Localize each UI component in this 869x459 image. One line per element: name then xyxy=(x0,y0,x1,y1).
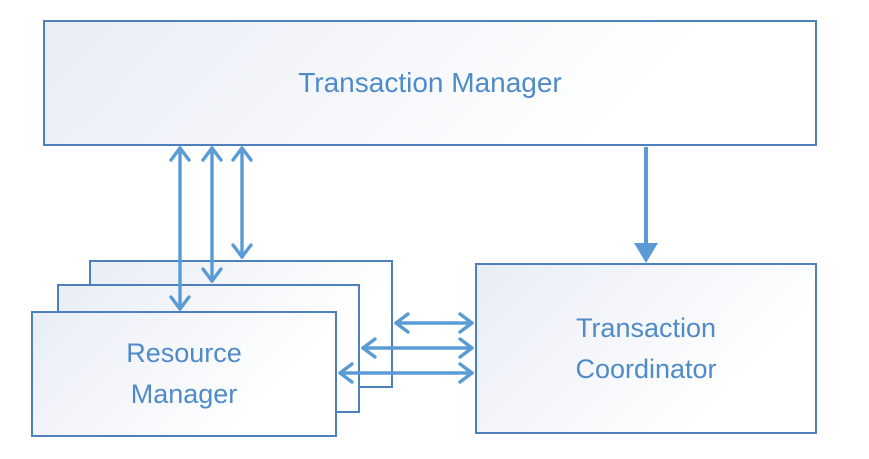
tm-rm-double-arrow-3 xyxy=(231,146,253,259)
resource-manager-label: Resource Manager xyxy=(126,338,242,409)
transaction-coordinator-label: Transaction Coordinator xyxy=(575,312,717,384)
transaction-coordinator-box: Transaction Coordinator xyxy=(475,263,817,434)
tm-tc-single-arrow xyxy=(634,147,658,263)
transaction-manager-box: Transaction Manager xyxy=(43,20,817,146)
resource-manager-box-front: Resource Manager xyxy=(31,311,337,437)
rm-tc-double-arrow-1 xyxy=(394,312,474,334)
transaction-manager-label: Transaction Manager xyxy=(298,67,562,98)
